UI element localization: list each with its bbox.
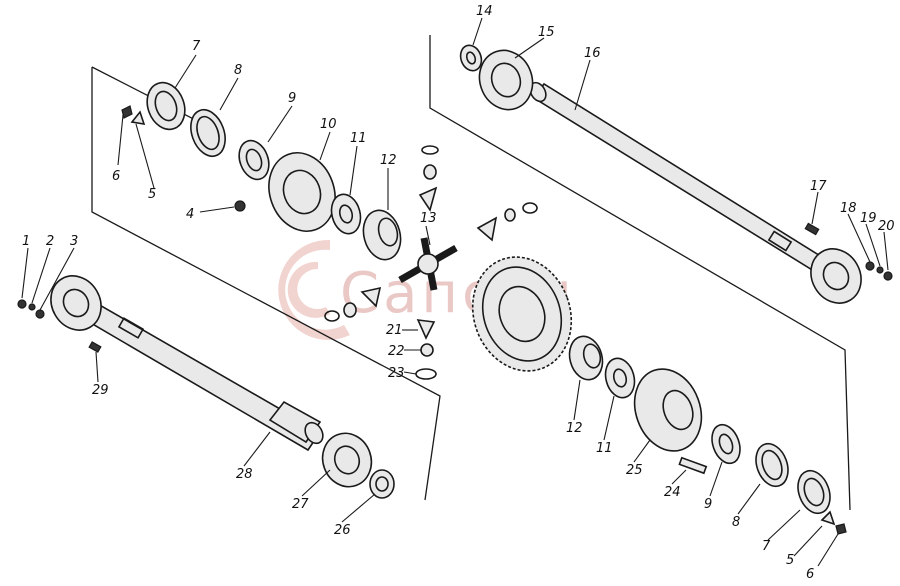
differential-spider [324, 145, 538, 380]
callout-17: 17 [810, 179, 827, 194]
callout-18: 18 [840, 201, 857, 216]
callout-26: 26 [334, 523, 351, 538]
callout-11-upper: 11 [350, 131, 367, 146]
callout-13: 13 [420, 211, 437, 226]
callout-8-lower: 8 [732, 515, 740, 530]
callout-10: 10 [320, 117, 337, 132]
ring-gear [471, 256, 573, 372]
callout-8-upper: 8 [234, 63, 242, 78]
left-differential-group [121, 81, 336, 232]
callout-21: 21 [386, 323, 403, 338]
callout-20: 20 [878, 219, 895, 234]
callout-labels: 1 2 3 4 5 5 6 6 7 7 8 8 9 9 10 11 11 12 … [22, 4, 895, 582]
callout-29: 29 [92, 383, 109, 398]
left-axle-shaft [17, 275, 324, 452]
callout-9-upper: 9 [288, 91, 296, 106]
callout-7-lower: 7 [762, 539, 771, 554]
callout-2: 2 [46, 234, 54, 249]
callout-23: 23 [388, 366, 405, 381]
callout-6-upper: 6 [112, 169, 120, 184]
left-retainer-and-bearing [321, 432, 395, 499]
callout-24: 24 [664, 485, 681, 500]
callout-5-lower: 5 [786, 553, 794, 568]
callout-16: 16 [584, 46, 601, 61]
callout-5-upper: 5 [148, 187, 156, 202]
callout-12-lower: 12 [566, 421, 583, 436]
callout-7-upper: 7 [192, 39, 201, 54]
callout-11-lower: 11 [596, 441, 613, 456]
right-differential-group [568, 335, 847, 535]
callout-27: 27 [292, 497, 309, 512]
callout-1: 1 [22, 234, 30, 249]
right-axle-shaft [529, 81, 893, 304]
right-retainer-and-washer [459, 44, 534, 111]
callout-28: 28 [236, 467, 253, 482]
callout-12-upper: 12 [380, 153, 397, 168]
callout-22: 22 [388, 344, 405, 359]
callout-3: 3 [70, 234, 78, 249]
callout-4: 4 [186, 207, 194, 222]
callout-19: 19 [860, 211, 877, 226]
callout-25: 25 [626, 463, 643, 478]
callout-15: 15 [538, 25, 555, 40]
leader-lines [21, 17, 889, 567]
callout-6-lower: 6 [806, 567, 814, 582]
upper-side-gear [330, 193, 402, 261]
callout-9-lower: 9 [704, 497, 712, 512]
callout-14: 14 [476, 4, 493, 19]
